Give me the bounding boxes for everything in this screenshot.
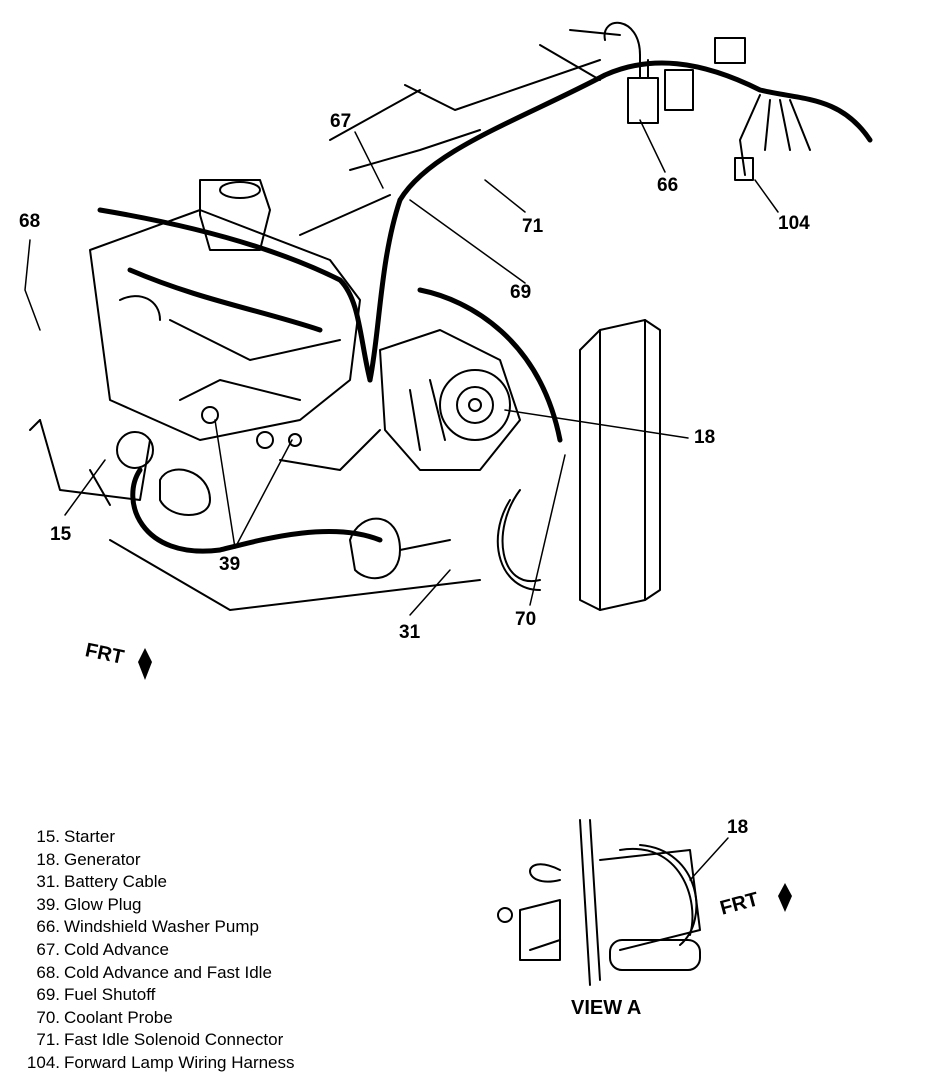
callout-15: 15 (50, 524, 72, 545)
callout-70: 70 (515, 609, 537, 630)
legend-number: 67. (36, 939, 60, 959)
view-a-label: VIEW A (571, 997, 642, 1019)
generator-drawing (379, 329, 521, 471)
callout-67: 67 (330, 111, 352, 132)
legend-text: Fuel Shutoff (64, 985, 156, 1005)
legend-number: 18. (36, 849, 60, 869)
legend-text: Windshield Washer Pump (64, 917, 259, 937)
legend-text: Coolant Probe (64, 1007, 173, 1027)
legend-text: Starter (64, 827, 116, 846)
legend-item: 39.Glow Plug (14, 894, 374, 917)
legend-item: 71.Fast Idle Solenoid Connector (14, 1029, 374, 1052)
callout-18-view: 18 (727, 817, 749, 838)
view-a-drawing (497, 819, 701, 986)
legend-text: Forward Lamp Wiring Harness (64, 1052, 295, 1072)
frame-lines (29, 419, 481, 611)
legend-text: Fast Idle Solenoid Connector (64, 1030, 284, 1050)
legend-item: 15.Starter (14, 826, 374, 849)
legend-number: 69. (36, 985, 60, 1005)
main-wiring-harness (97, 60, 873, 554)
legend-text: Cold Advance (64, 939, 169, 959)
legend-number: 70. (36, 1007, 60, 1027)
legend-text: Cold Advance and Fast Idle (64, 962, 272, 982)
callout-68: 68 (19, 211, 41, 232)
legend-number: 31. (36, 872, 60, 892)
legend-item: 69.Fuel Shutoff (14, 984, 374, 1007)
frt-arrow-main (138, 648, 152, 680)
lamp-harness-drawing (714, 37, 811, 181)
legend-item: 67.Cold Advance (14, 939, 374, 962)
radiator-drawing (579, 319, 661, 611)
cowl-outline (299, 29, 621, 236)
frt-arrow-view (778, 883, 792, 912)
legend-text: Generator (64, 849, 141, 869)
legend-item: 104.Forward Lamp Wiring Harness (14, 1052, 374, 1075)
battery-cable-drawing (349, 517, 451, 580)
legend-number: 71. (36, 1030, 60, 1050)
fan-shroud-drawing (496, 489, 541, 591)
callout-69: 69 (510, 282, 532, 303)
legend-number: 66. (36, 917, 60, 937)
leader-lines (24, 119, 779, 881)
legend-item: 68.Cold Advance and Fast Idle (14, 962, 374, 985)
legend-item: 31.Battery Cable (14, 871, 374, 894)
legend-item: 18.Generator (14, 849, 374, 872)
legend-item: 70.Coolant Probe (14, 1007, 374, 1030)
legend: 15.Starter 18.Generator 31.Battery Cable… (14, 826, 374, 1075)
legend-number: 104. (26, 1052, 60, 1072)
callout-66: 66 (657, 175, 679, 196)
callout-104: 104 (778, 213, 810, 234)
callout-18-main: 18 (694, 427, 716, 448)
legend-number: 15. (36, 827, 60, 846)
legend-number: 68. (36, 962, 60, 982)
callout-39: 39 (219, 554, 241, 575)
engine-block-drawing (39, 179, 381, 516)
callout-31: 31 (399, 622, 421, 643)
washer-pump-drawing (603, 21, 694, 124)
legend-number: 39. (36, 894, 60, 914)
callout-71: 71 (522, 216, 544, 237)
legend-text: Battery Cable (64, 872, 167, 892)
legend-text: Glow Plug (64, 894, 142, 914)
legend-item: 66.Windshield Washer Pump (14, 916, 374, 939)
